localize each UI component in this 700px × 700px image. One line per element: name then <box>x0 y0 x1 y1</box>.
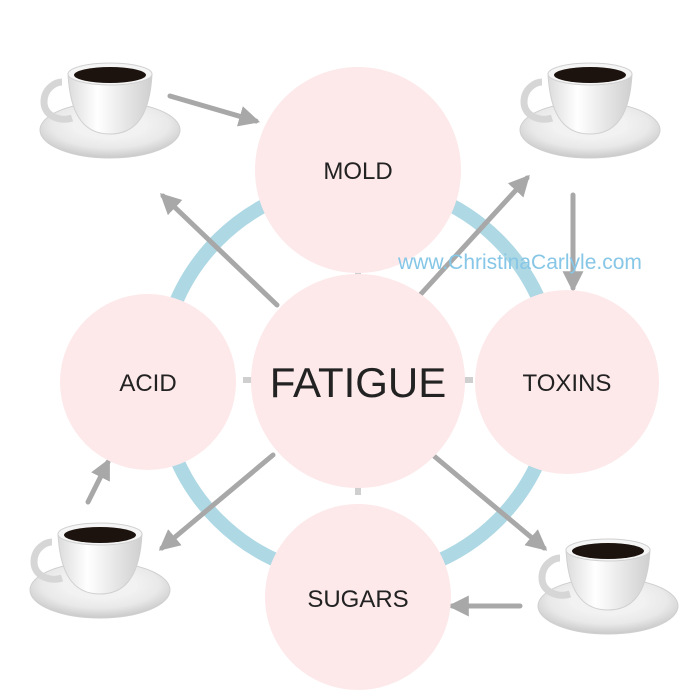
node-label-acid: ACID <box>119 370 176 397</box>
center-label: FATIGUE <box>270 359 447 406</box>
coffee-cup-icon <box>538 539 678 634</box>
node-sugars: SUGARS <box>265 504 451 690</box>
arrows <box>85 93 584 617</box>
node-center-fatigue: FATIGUE <box>251 274 465 488</box>
arrow-center-to-cup-bl <box>158 452 276 551</box>
watermark-text: www.ChristinaCarlyle.com <box>397 251 642 274</box>
node-label-mold: MOLD <box>323 158 392 185</box>
node-mold: MOLD <box>255 67 461 273</box>
arrow-cup-tl-to-mold <box>167 93 261 127</box>
node-acid: ACID <box>60 294 236 470</box>
coffee-cup-icon <box>40 63 180 158</box>
node-label-toxins: TOXINS <box>523 370 612 397</box>
coffee-cup-icon <box>30 523 170 618</box>
arrow-center-to-cup-tl <box>159 193 280 308</box>
node-label-sugars: SUGARS <box>307 586 408 613</box>
arrow-cup-bl-to-acid <box>85 458 111 505</box>
node-toxins: TOXINS <box>475 290 659 474</box>
arrow-center-to-cup-tr <box>417 174 530 298</box>
arrow-center-to-cup-br <box>431 453 548 551</box>
coffee-cup-icon <box>520 63 660 158</box>
